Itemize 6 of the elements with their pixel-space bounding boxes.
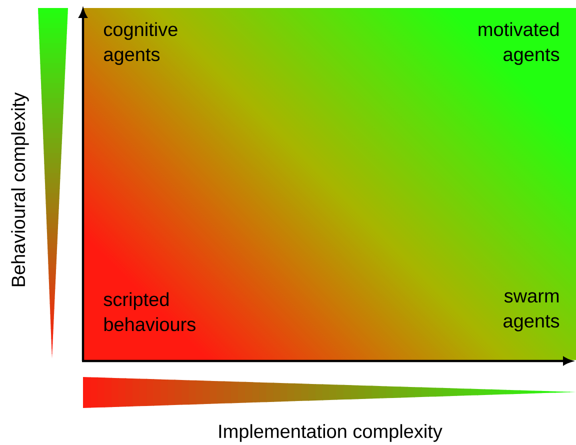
axis-title: Behavioural complexity bbox=[11, 92, 29, 286]
quadrant-label: scripted behaviours bbox=[104, 292, 196, 332]
axis-title: Implementation complexity bbox=[219, 424, 442, 442]
quadrant-label: cognitive agents bbox=[104, 22, 178, 65]
quadrant-label: motivated agents bbox=[478, 22, 560, 65]
quadrant-label: swarm agents bbox=[504, 292, 560, 332]
